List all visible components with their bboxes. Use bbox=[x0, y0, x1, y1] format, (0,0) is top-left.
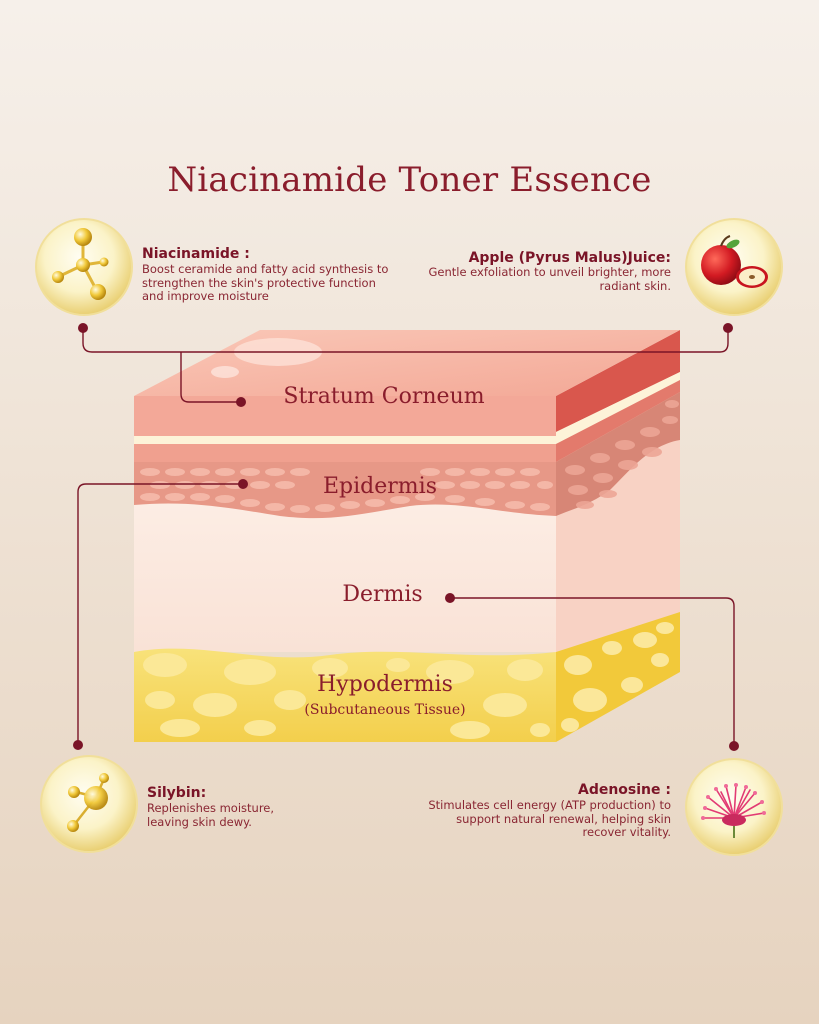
oil-droplet-icon bbox=[40, 755, 138, 853]
molecule-icon bbox=[35, 218, 133, 316]
ingredient-heading-adenosine: Adenosine : bbox=[577, 782, 671, 798]
ingredient-desc-apple: Gentle exfoliation to unveil brighter, m… bbox=[428, 265, 671, 293]
apple-icon bbox=[685, 218, 783, 316]
ingredient-desc-silybin: Replenishes moisture, leaving skin dewy. bbox=[147, 801, 275, 829]
ingredient-heading-silybin: Silybin: bbox=[147, 785, 207, 801]
connector-dots bbox=[73, 323, 739, 751]
skin-block-front bbox=[134, 396, 556, 742]
ingredient-desc-niacinamide: Boost ceramide and fatty acid synthesis … bbox=[142, 262, 389, 303]
layer-label-epidermis: Epidermis bbox=[323, 474, 437, 499]
ingredient-heading-apple: Apple (Pyrus Malus)Juice: bbox=[468, 250, 671, 266]
ingredient-heading-niacinamide: Niacinamide : bbox=[142, 246, 250, 262]
connector-lines bbox=[77, 328, 735, 746]
ingredient-desc-adenosine: Stimulates cell energy (ATP production) … bbox=[428, 798, 671, 839]
page-title: Niacinamide Toner Essence bbox=[167, 160, 652, 200]
skin-block-side bbox=[556, 330, 680, 742]
layer-label-dermis: Dermis bbox=[342, 582, 423, 607]
flower-icon bbox=[685, 758, 783, 856]
layer-label-stratum-corneum: Stratum Corneum bbox=[283, 384, 485, 409]
layer-label-hypodermis: Hypodermis bbox=[317, 672, 453, 697]
layer-sublabel-hypodermis: (Subcutaneous Tissue) bbox=[304, 702, 466, 718]
